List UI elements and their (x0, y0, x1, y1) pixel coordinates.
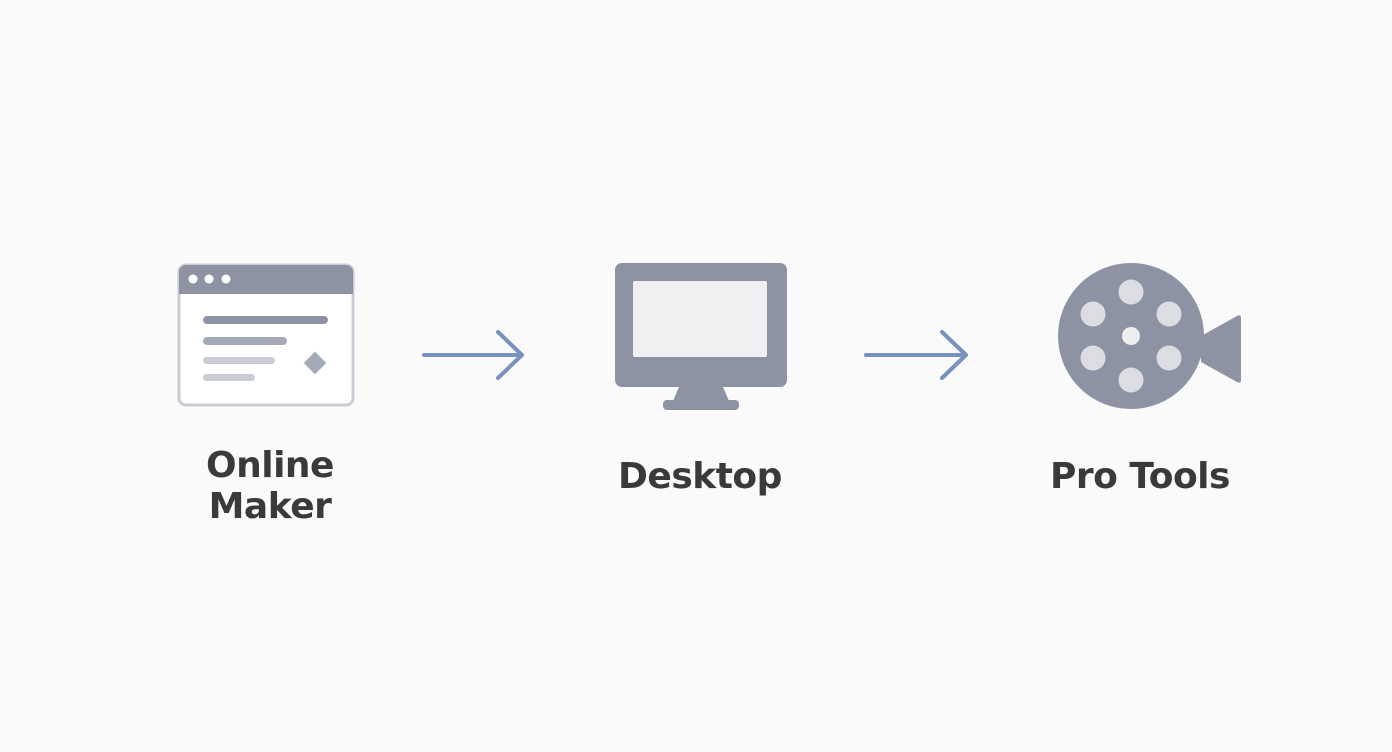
step-label-pro-tools: Pro Tools (1030, 456, 1250, 497)
label-line: Desktop (618, 456, 782, 497)
label-line: Online (206, 445, 334, 486)
step-label-desktop: Desktop (590, 456, 810, 497)
label-line: Maker (208, 486, 332, 527)
film-reel-camera-icon (1058, 263, 1241, 409)
label-line: Pro Tools (1050, 456, 1230, 497)
arrow-right-icon (422, 330, 524, 380)
browser-window-icon (177, 263, 355, 407)
step-label-online-maker: Online Maker (160, 445, 380, 527)
arrow-right-icon (864, 330, 968, 380)
desktop-monitor-icon (615, 263, 787, 410)
